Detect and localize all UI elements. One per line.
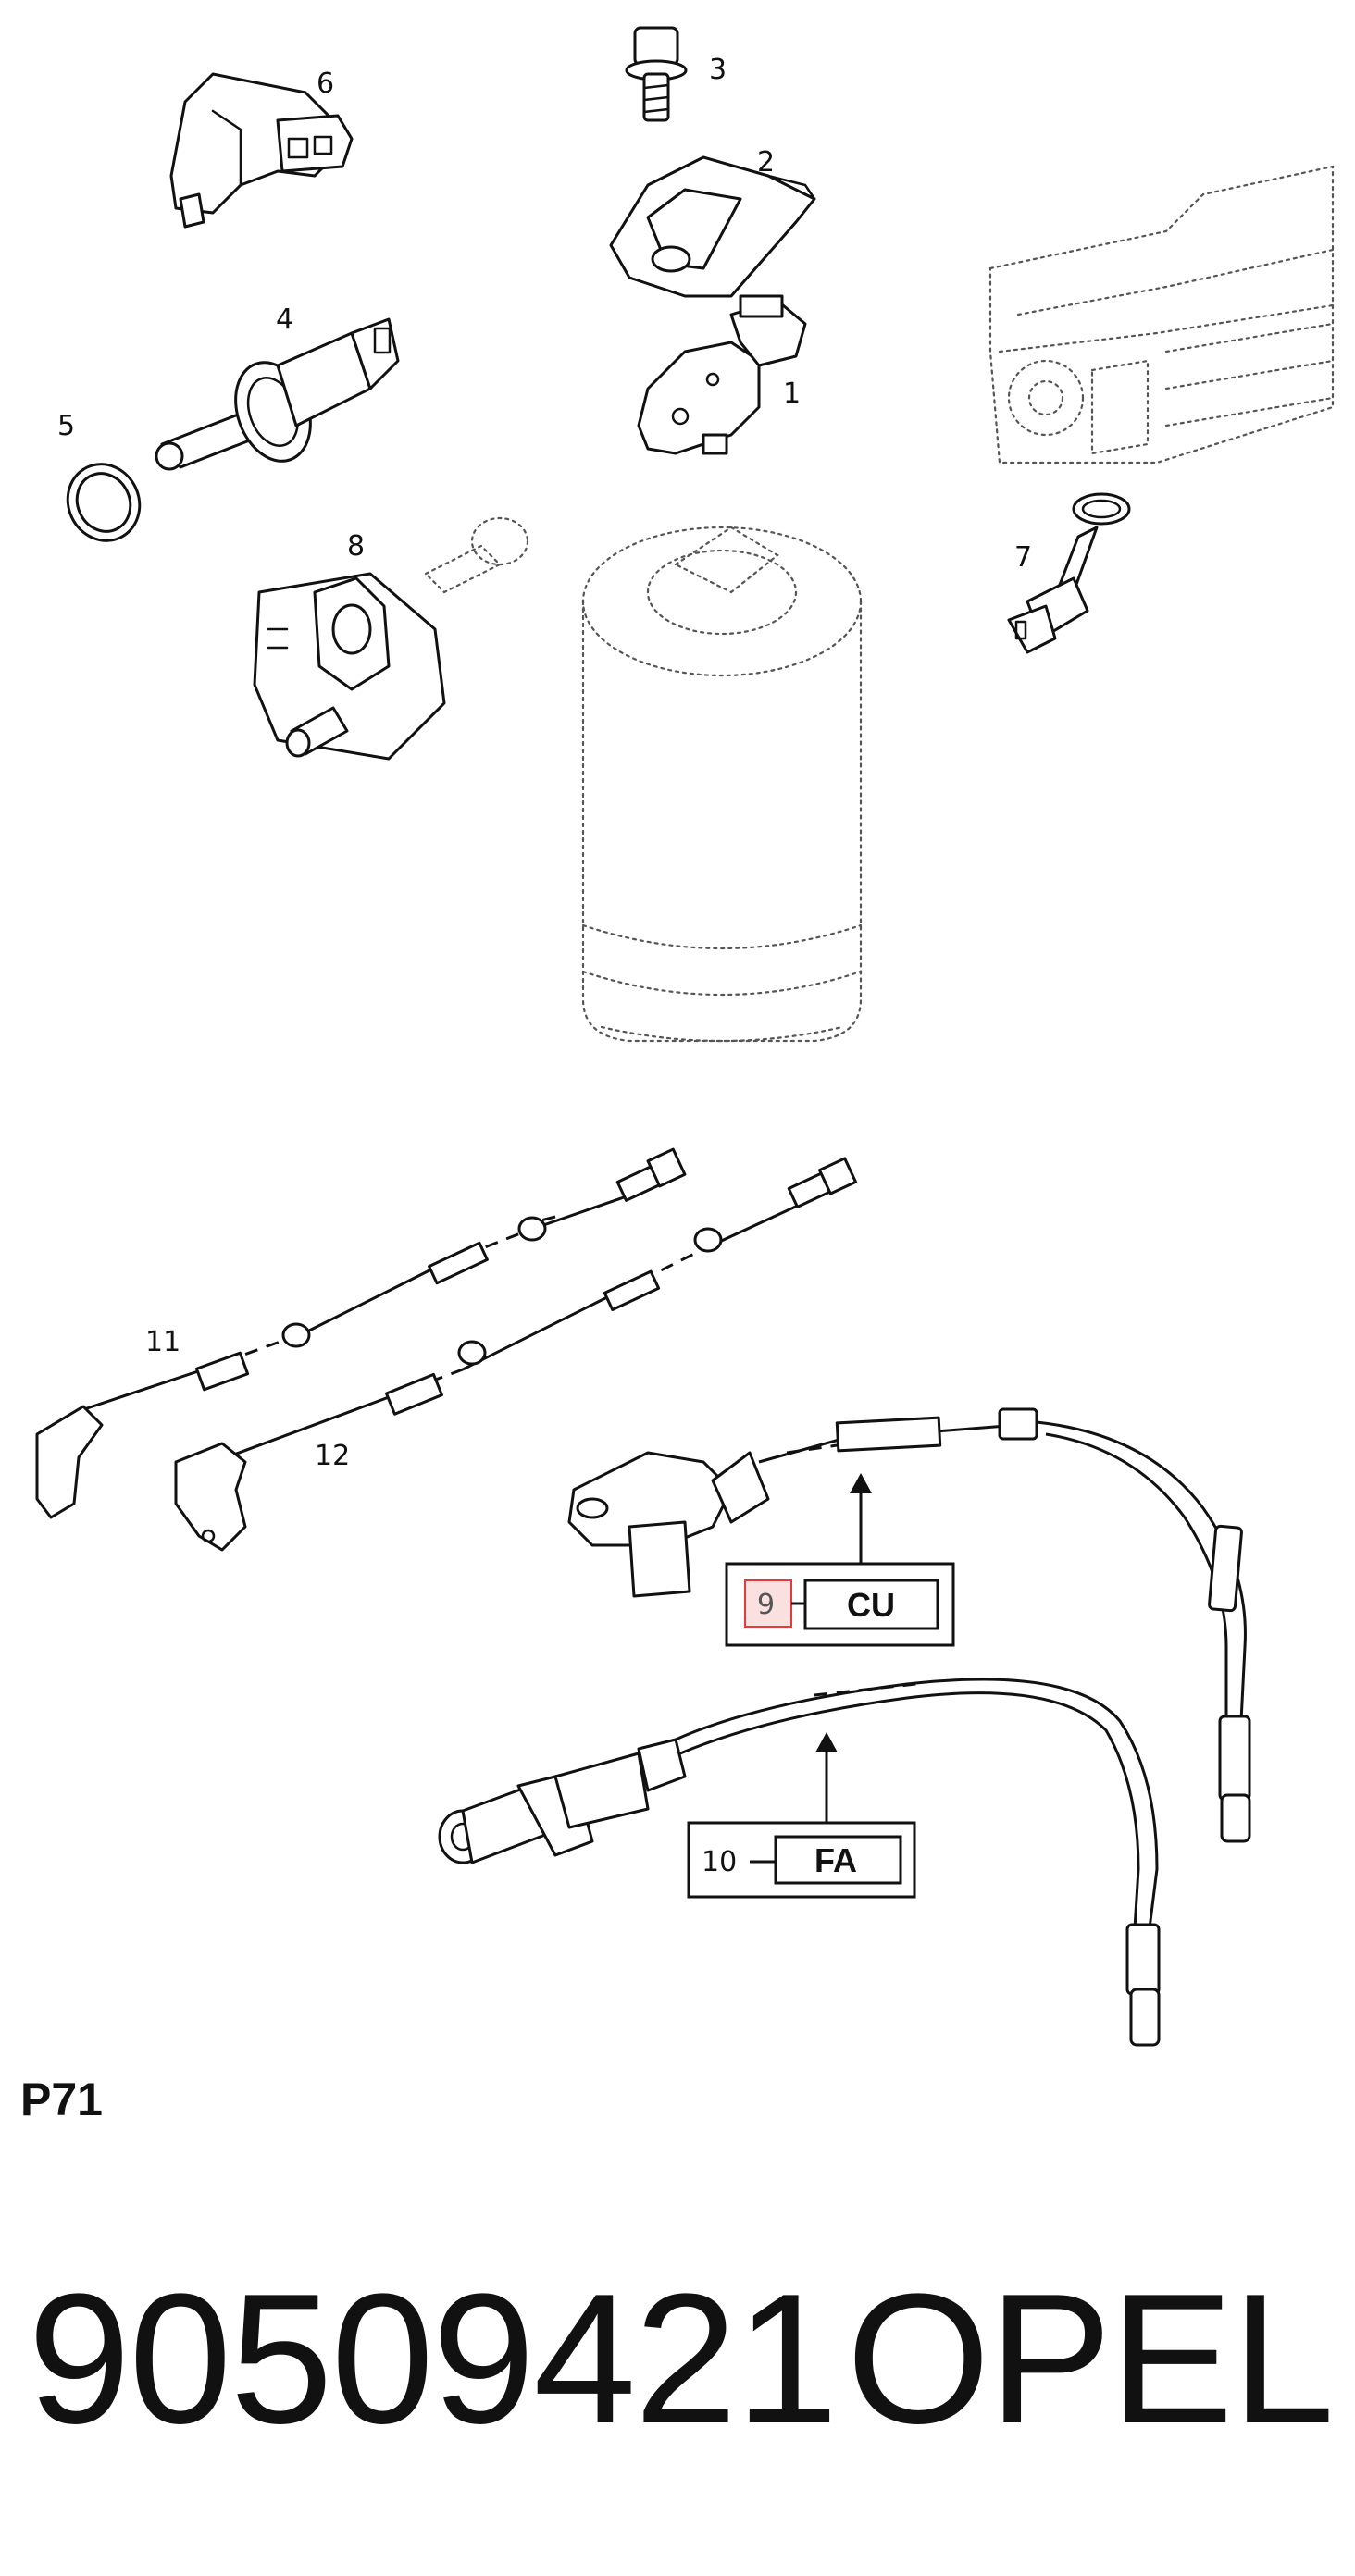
part-9-cu-sensor: [567, 1407, 1251, 1843]
part-4-sensor: [155, 317, 400, 471]
callout-5: 5: [57, 410, 75, 442]
callout-4: 4: [276, 303, 293, 336]
fa-label-box: 10 FA: [687, 1821, 916, 1899]
part-2-bracket: [609, 155, 816, 298]
part-7-temp-sensor: [1007, 492, 1131, 654]
callout-9-highlight: [744, 1579, 792, 1628]
part-6-sensor: [169, 72, 354, 229]
fa-code: FA: [814, 1841, 857, 1879]
part-12-cable: [174, 1157, 858, 1552]
ghost-filter-canister: [581, 526, 863, 1043]
callout-2: 2: [757, 146, 775, 179]
callout-12: 12: [315, 1440, 350, 1472]
callout-3: 3: [709, 54, 727, 86]
cu-arrow: [850, 1473, 872, 1564]
part-1-bracket: [637, 294, 807, 455]
part-5-o-ring: [66, 463, 142, 542]
callout-7: 7: [1014, 541, 1032, 574]
part-8-sensor: [253, 572, 446, 761]
cu-code: CU: [847, 1586, 895, 1624]
brand-name: OPEL: [846, 2256, 1335, 2462]
cu-label-box: 9 CU: [725, 1562, 955, 1647]
footer: 90509421 OPEL: [28, 2256, 1335, 2462]
fa-arrow: [815, 1732, 838, 1823]
part-3-bolt: [625, 26, 688, 122]
ghost-engine-block: [988, 165, 1335, 464]
part-11-cable: [35, 1147, 687, 1519]
callout-8: 8: [347, 530, 365, 563]
callout-9: 9: [757, 1589, 775, 1621]
part-number: 90509421: [28, 2256, 839, 2462]
part-10-fa-sensor: [438, 1678, 1161, 2047]
callout-10: 10: [702, 1846, 737, 1878]
page-code: P71: [20, 2074, 103, 2125]
callout-6: 6: [317, 68, 334, 100]
callout-1: 1: [783, 378, 801, 410]
callout-11: 11: [145, 1326, 180, 1358]
ghost-bolt: [424, 516, 529, 594]
